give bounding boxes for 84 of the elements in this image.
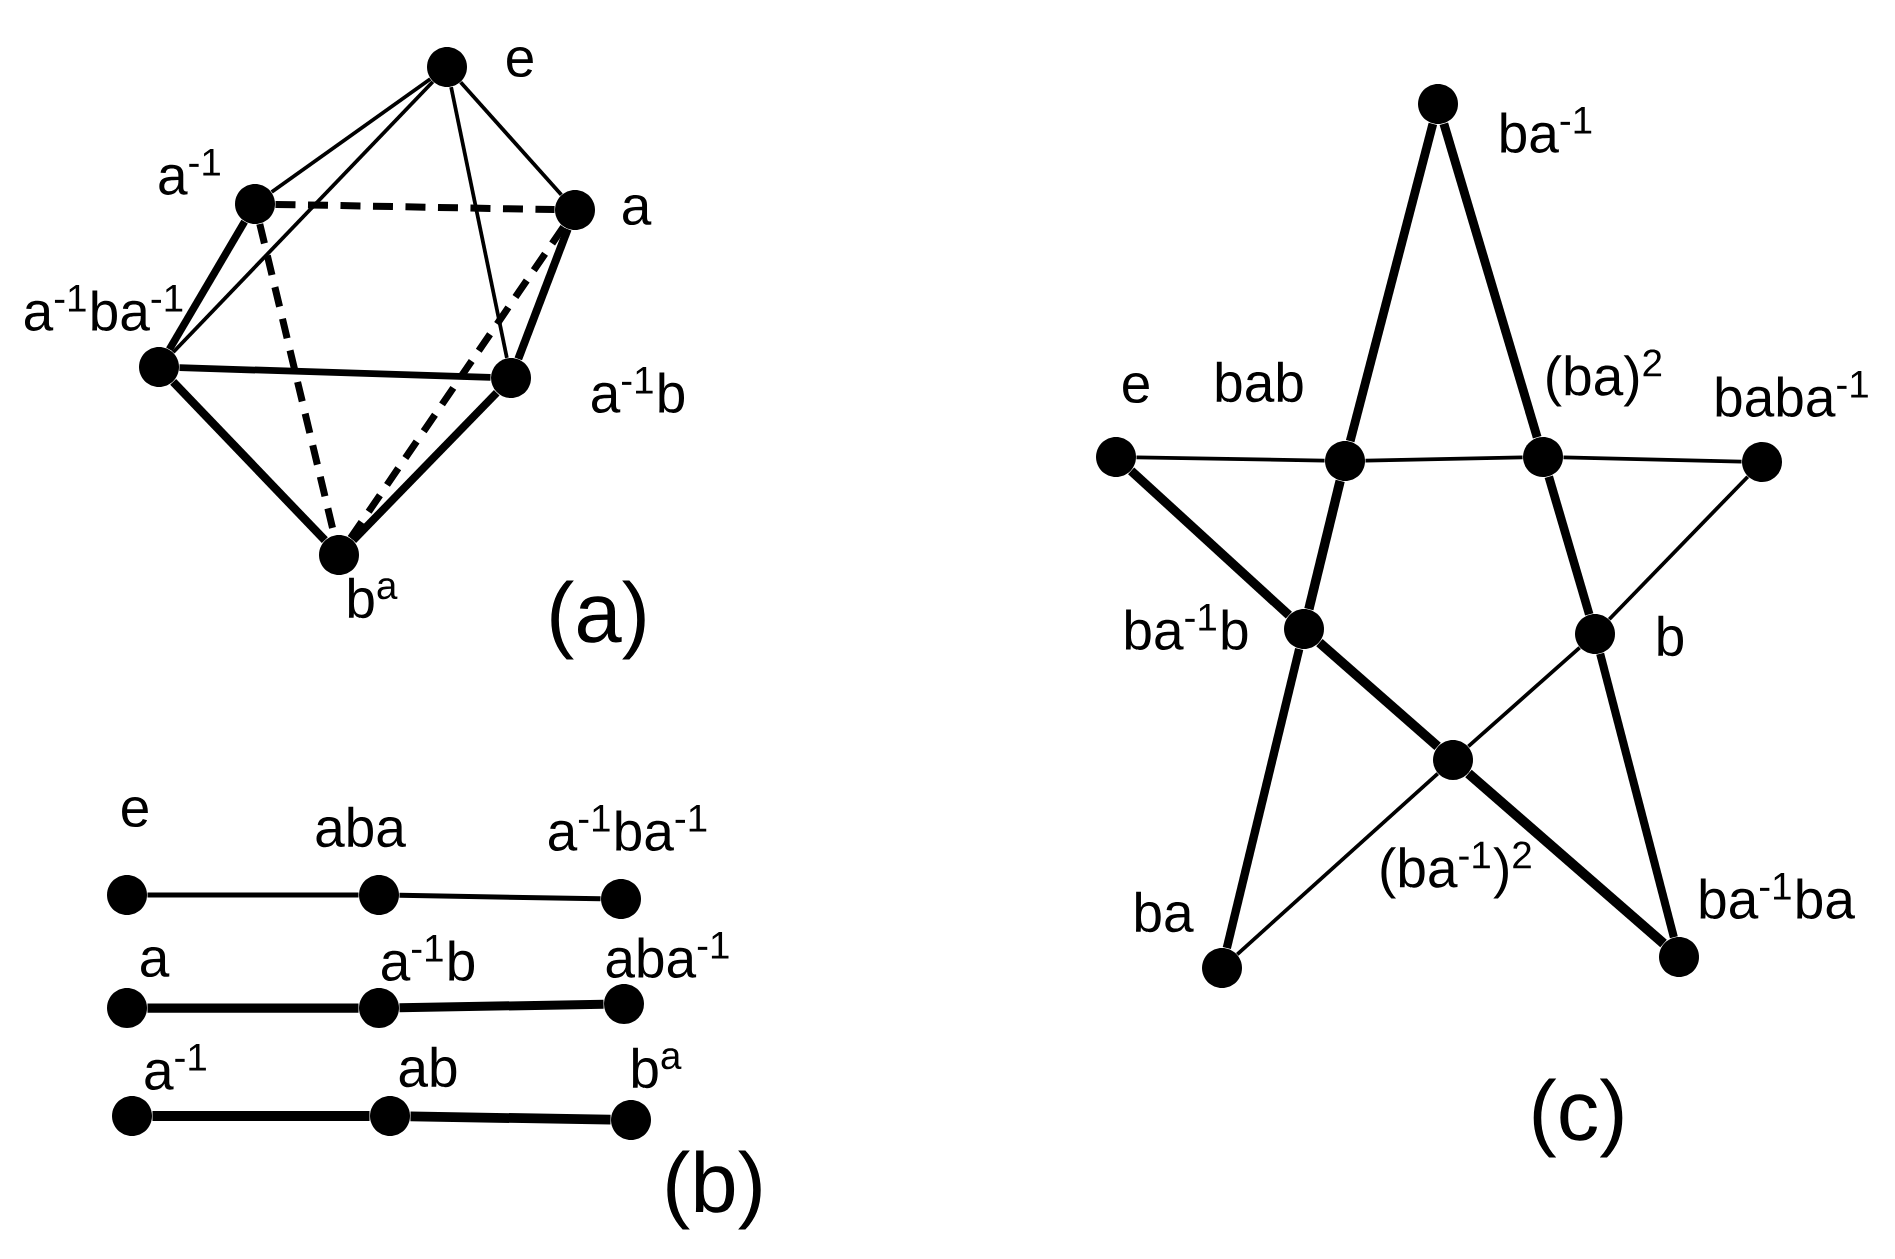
vertex-dot — [1325, 441, 1365, 481]
edge-line — [1236, 772, 1440, 956]
edge-line — [1563, 455, 1742, 464]
vertex-label: a$^{-1}$ — [145, 1044, 206, 1090]
vertex-label: aba$^{-1}$ — [606, 932, 729, 978]
vertex-label: baba$^{-1}$ — [1716, 371, 1868, 417]
vertex-label: b$^{a}$ — [632, 1047, 682, 1089]
edge-line — [147, 1003, 359, 1013]
edge-line — [1607, 475, 1750, 621]
vertex-dot — [1575, 614, 1615, 654]
edge-line — [147, 892, 359, 898]
vertex-dot — [1284, 609, 1324, 649]
panel-label: (c) — [1533, 1078, 1623, 1158]
vertex-label: ba$^{-1}$b — [1125, 604, 1248, 650]
edge-line — [1128, 467, 1292, 619]
vertex-dot — [359, 988, 399, 1028]
vertex-label: ba — [1135, 891, 1194, 933]
edge-line — [1222, 647, 1304, 950]
edge-line — [166, 219, 248, 352]
edge-line — [152, 1111, 370, 1121]
edge-line — [459, 81, 563, 196]
edge-line — [1365, 455, 1523, 463]
panel-label: (a) — [551, 580, 645, 660]
edge-line — [171, 80, 435, 354]
vertex-dot — [1742, 442, 1782, 482]
vertex-dot — [319, 535, 359, 575]
vertex-dot — [1433, 740, 1473, 780]
edge-line — [1345, 122, 1438, 443]
vertex-dot — [359, 875, 399, 915]
vertex-dot — [112, 1096, 152, 1136]
vertex-label: a$^{-1}$ — [159, 149, 220, 195]
vertex-label: a — [141, 946, 170, 978]
vertex-dot — [427, 47, 467, 87]
vertex-label: e — [122, 796, 148, 828]
vertex-label: b$^{a}$ — [348, 577, 398, 619]
edge-line — [399, 999, 604, 1013]
vertex-dot — [107, 988, 147, 1028]
vertex-label: a$^{-1}$b — [382, 935, 474, 981]
edge-line — [449, 86, 509, 359]
edge-line — [1136, 455, 1325, 463]
vertex-label: e — [507, 46, 533, 78]
edge-line — [1596, 652, 1678, 939]
edge-line — [1304, 479, 1345, 611]
vertex-dot — [1523, 437, 1563, 477]
vertex-label: (ba)$^{2}$ — [1547, 349, 1662, 407]
edge-line — [399, 892, 601, 902]
vertex-dot — [139, 347, 179, 387]
vertex-dot — [235, 184, 275, 224]
edge-line — [1544, 475, 1594, 616]
vertex-dot — [611, 1100, 651, 1140]
vertex-dot — [601, 879, 641, 919]
edge-line — [270, 77, 432, 194]
vertex-label: aba — [316, 806, 406, 848]
vertex-label: ba$^{-1}$ — [1501, 107, 1592, 153]
vertex-label: a$^{-1}$ba$^{-1}$ — [549, 805, 707, 851]
vertex-label: ab — [399, 1046, 457, 1088]
vertex-label: a — [623, 194, 652, 226]
edge-line — [179, 364, 491, 381]
edge-line — [514, 227, 572, 361]
edge-line — [1439, 122, 1542, 439]
vertex-dot — [555, 190, 595, 230]
edge-line — [410, 1111, 611, 1125]
edge-line — [347, 224, 567, 541]
vertex-label: e — [1123, 372, 1149, 404]
vertex-label: ba$^{-1}$ba — [1700, 873, 1855, 919]
edge-line — [1467, 646, 1581, 748]
vertex-dot — [1202, 948, 1242, 988]
edge-line — [1465, 769, 1667, 948]
vertex-dot — [1418, 84, 1458, 124]
edge-line — [170, 378, 328, 544]
vertex-label: (ba$^{-1}$)$^{2}$ — [1381, 841, 1531, 899]
vertex-dot — [107, 875, 147, 915]
panel-label: (b) — [667, 1150, 761, 1230]
vertex-label: b — [1658, 615, 1683, 657]
vertex-dot — [1659, 937, 1699, 977]
edge-line — [350, 390, 500, 543]
vertex-dot — [1096, 437, 1136, 477]
vertex-label: a$^{-1}$b — [592, 367, 684, 413]
vertex-dot — [604, 984, 644, 1024]
edge-line — [1316, 638, 1441, 751]
vertex-label: a$^{-1}$ba$^{-1}$ — [25, 285, 183, 331]
vertex-dot — [491, 358, 531, 398]
vertex-dot — [370, 1096, 410, 1136]
vertex-label: bab — [1216, 361, 1303, 403]
